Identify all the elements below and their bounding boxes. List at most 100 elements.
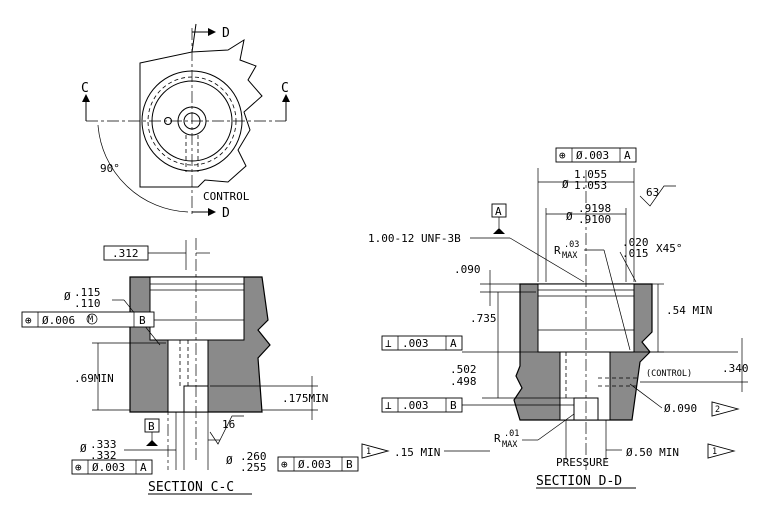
r01-max: MAX xyxy=(502,440,518,450)
center-hole-outer xyxy=(177,106,207,136)
surface-finish-cc-value: 16 xyxy=(222,418,235,431)
fcf-cc-a-frame xyxy=(71,459,153,475)
dim-090-label: .090 xyxy=(454,263,481,276)
pressure-label: PRESSURE xyxy=(556,456,609,469)
section-c-label-left: C xyxy=(81,81,89,96)
pressure-hole-circle xyxy=(164,117,172,125)
section-dd-title: SECTION D-D xyxy=(536,474,622,489)
datum-a-label: A xyxy=(495,205,502,218)
section-c-label-right: C xyxy=(281,81,289,96)
fcf-perp-a-ref: A xyxy=(450,337,457,350)
fcf-dd-top-symbol: ⊕ xyxy=(559,149,566,162)
dim-340-label: .340 xyxy=(722,362,749,375)
dia-115-label: .115 xyxy=(74,286,101,299)
chamfer-leader xyxy=(619,251,637,283)
fcf-perp-a-symbol: ⊥ xyxy=(385,337,392,350)
fcf-perp-b-symbol: ⊥ xyxy=(385,399,392,412)
dia-333-prefix: Ø xyxy=(80,442,87,455)
r03-leader xyxy=(603,249,631,351)
fcf-pos-value: Ø.006 xyxy=(42,314,75,327)
chamfer-015: .015 xyxy=(622,247,649,260)
dia-9198-prefix: Ø xyxy=(566,210,573,223)
thread-leader xyxy=(509,237,585,283)
note-1-flag-left xyxy=(361,443,390,459)
fcf-perp-a-frame xyxy=(381,335,463,351)
surface-finish-cc xyxy=(209,415,244,445)
note-1-number-left: 1 xyxy=(366,447,371,457)
dia-110-label: .110 xyxy=(74,297,101,310)
dia-1053-label: 1.053 xyxy=(574,179,607,192)
control-label-dd: (CONTROL) xyxy=(646,369,692,379)
dia-090-label: Ø.090 xyxy=(664,402,697,415)
fcf-pos-frame xyxy=(21,311,155,328)
note-2-flag xyxy=(711,401,740,417)
note-1-number-right: 1 xyxy=(712,447,717,457)
surface-finish-dd xyxy=(639,185,676,207)
dia-9100-label: .9100 xyxy=(578,213,611,226)
r03-max: MAX xyxy=(562,251,578,261)
dia-255-label: .255 xyxy=(240,461,267,474)
dia-090-leader xyxy=(629,383,663,409)
datum-b-label: B xyxy=(148,420,155,433)
dim-15-label: .15 MIN xyxy=(394,446,440,459)
fcf-perp-a-value: .003 xyxy=(402,337,429,350)
thread-callout: 1.00-12 UNF-3B xyxy=(368,232,461,245)
dia-332-label: .332 xyxy=(90,449,117,462)
dia-115-prefix: Ø xyxy=(64,290,71,303)
fcf-pos-mmc-circle xyxy=(86,313,98,325)
section-cc: .312 Ø .115 .110 ⊕ Ø.006 M B .69MIN .175… xyxy=(21,238,359,495)
dim-69-label: .69MIN xyxy=(74,372,114,385)
fcf-cc-b-ref: B xyxy=(346,458,353,471)
dia-260-label: .260 xyxy=(240,450,267,463)
center-hole-inner xyxy=(183,112,201,130)
dia-260-prefix: Ø xyxy=(226,454,233,467)
fcf-dd-top-ref: A xyxy=(624,149,631,162)
top-view: D D C C 90° CONTROL xyxy=(81,23,290,221)
section-d-label-bottom: D xyxy=(222,206,230,221)
chamfer-020: .020 xyxy=(622,236,649,249)
angle-90-arc xyxy=(97,124,189,213)
section-c-arrowhead-right xyxy=(282,94,290,102)
dim-312-label: .312 xyxy=(112,247,139,260)
fcf-cc-a-symbol: ⊕ xyxy=(75,461,82,474)
section-d-label-top: D xyxy=(222,26,230,41)
dia-1055-prefix: Ø xyxy=(562,178,569,191)
dim-735-label: .735 xyxy=(470,312,497,325)
note-1-flag-right xyxy=(707,443,736,459)
fcf-cc-a-value: Ø.003 xyxy=(92,461,125,474)
fcf-cc-a-ref: A xyxy=(140,461,147,474)
dia-1055-label: 1.055 xyxy=(574,168,607,181)
control-label-top: CONTROL xyxy=(203,190,250,203)
fcf-cc-b-symbol: ⊕ xyxy=(281,458,288,471)
section-cc-title: SECTION C-C xyxy=(148,480,234,495)
fcf-dd-top-frame xyxy=(555,147,637,163)
section-c-arrowhead-left xyxy=(82,94,90,102)
fcf-dd-top-value: Ø.003 xyxy=(576,149,609,162)
dia-50-label: Ø.50 MIN xyxy=(626,446,679,459)
fcf-perp-b-ref: B xyxy=(450,399,457,412)
section-d-arrowhead-bottom xyxy=(208,208,216,216)
datum-b-triangle xyxy=(146,440,158,446)
top-view-outline xyxy=(139,23,263,188)
chamfer-angle: X45° xyxy=(656,242,683,255)
dia-333-label: .333 xyxy=(90,438,117,451)
r03-prefix: R xyxy=(554,244,561,257)
angle-90-label: 90° xyxy=(100,162,120,175)
dim-175-label: .175MIN xyxy=(282,392,328,405)
fcf-cc-b-value: Ø.003 xyxy=(298,458,331,471)
section-d-arrowhead-top xyxy=(208,28,216,36)
hidden-thread-circle xyxy=(147,76,237,166)
fcf-pos-ref: B xyxy=(139,314,146,327)
fcf-pos-symbol: ⊕ xyxy=(25,314,32,327)
r01-leader xyxy=(537,413,575,441)
dim-54-label: .54 MIN xyxy=(666,304,712,317)
note-2-number: 2 xyxy=(715,405,720,415)
section-cc-bore xyxy=(149,276,245,341)
fcf-pos-mmc: M xyxy=(88,315,93,325)
fcf-perp-b-value: .003 xyxy=(402,399,429,412)
surface-finish-dd-value: 63 xyxy=(646,186,659,199)
dim-502-label: .502 xyxy=(450,363,477,376)
r01-value: .01 xyxy=(504,429,519,439)
